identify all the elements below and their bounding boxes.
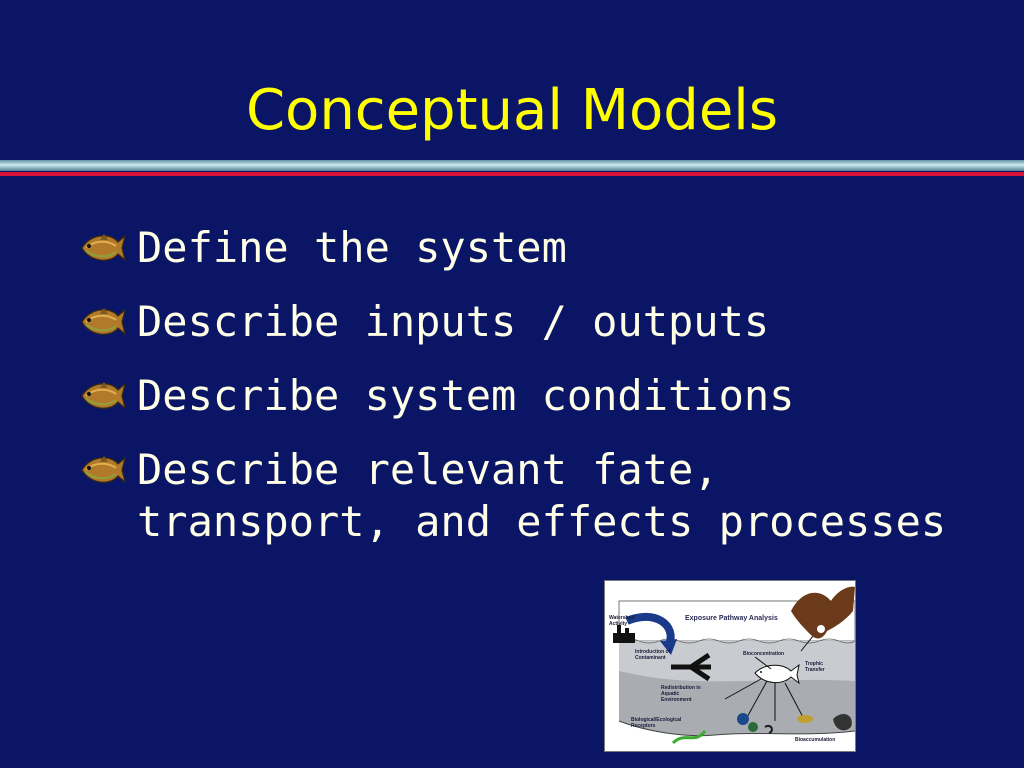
label-bioconcentration: Bioconcentration — [743, 651, 785, 657]
bullet-text: Describe inputs / outputs — [137, 297, 770, 346]
label-trophic-transfer: Trophic Transfer — [805, 661, 825, 673]
exposure-pathway-diagram: Exposure Pathway Analysis Watershed Acti… — [604, 580, 856, 752]
bullet-item: Define the system — [80, 222, 980, 274]
label-redistribution: Redistribution in Aquatic Environment — [661, 685, 701, 703]
bullet-item: Describe system conditions — [80, 370, 980, 422]
bullet-text: Describe system conditions — [137, 371, 795, 420]
label-receptors: Biological/Ecological Receptors — [631, 717, 682, 729]
bullet-item: Describe relevant fate, transport, and e… — [80, 444, 980, 548]
label-bioaccumulation: Bioaccumulation — [795, 737, 836, 743]
fish-icon — [81, 308, 126, 336]
fish-icon — [81, 234, 126, 262]
label-introduction: Introduction of Contaminant — [635, 649, 671, 661]
slide-title: Conceptual Models — [245, 78, 779, 143]
title-rule-light — [0, 160, 1024, 171]
bullet-text: Describe relevant fate, — [137, 445, 719, 494]
label-watershed: Watershed Activity — [609, 615, 635, 627]
bullet-item: Describe inputs / outputs — [80, 296, 980, 348]
diagram-graphic — [613, 586, 855, 751]
bullet-text-continued: transport, and effects processes — [137, 497, 947, 546]
fish-icon — [81, 456, 126, 484]
bullet-list: Define the system Describe inputs / outp… — [80, 222, 980, 570]
diagram-title: Exposure Pathway Analysis — [685, 615, 778, 622]
title-rule-red — [0, 172, 1024, 176]
fish-icon — [81, 382, 126, 410]
bullet-text: Define the system — [137, 223, 567, 272]
